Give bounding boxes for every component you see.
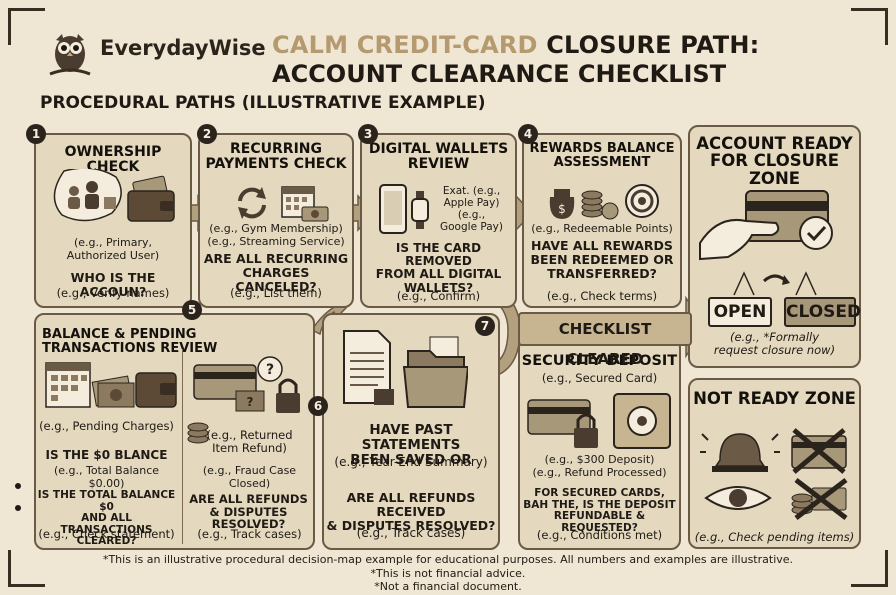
brand-name: EverydayWise xyxy=(100,36,266,60)
documents-folder-icon xyxy=(343,330,468,408)
step-5-left-question-1: IS THE $0 BLANCE xyxy=(45,448,168,462)
coins-icon xyxy=(187,422,209,444)
eye-icon xyxy=(704,486,772,510)
page-subtitle: PROCEDURAL PATHS (ILLUSTRATIVE EXAMPLE) xyxy=(40,93,486,113)
open-sign: OPEN xyxy=(708,297,772,327)
refresh-icon xyxy=(238,187,266,219)
svg-text:?: ? xyxy=(247,395,254,409)
not-ready-zone-panel: NOT READY ZONE (e.g., Check pending item… xyxy=(688,378,861,549)
step-5-right-note-2: (e.g., Track cases) xyxy=(197,527,302,541)
step-7-number: 7 xyxy=(475,316,495,336)
step-2-example: (e.g., Gym Membership)(e.g., Streaming S… xyxy=(207,222,345,248)
wallet-icon xyxy=(127,175,175,222)
side-dots xyxy=(15,483,21,511)
step-5-divider xyxy=(182,349,183,544)
hand-card-check-icon xyxy=(699,190,833,261)
step-4-note: (e.g., Check terms) xyxy=(546,289,658,303)
title-highlight: CALM CREDIT-CARD xyxy=(272,31,538,59)
card-receipt-lock-icon: ? ? xyxy=(193,356,300,413)
title-rest: CLOSURE PATH: xyxy=(537,31,760,59)
security-deposit-note-2: (e.g., Conditions met) xyxy=(536,528,663,542)
security-deposit-example: (e.g., Secured Card) xyxy=(541,371,658,385)
closed-sign: CLOSED xyxy=(784,297,861,327)
frame-corner-top-right xyxy=(851,8,888,45)
step-5-right-note-1: (e.g., Fraud Case Closed) xyxy=(202,464,297,490)
step-5-left-note-2: (e.g., Check statement) xyxy=(38,527,175,541)
step-1-example: (e.g., Primary,Authorized User) xyxy=(66,236,160,262)
rewards-icon: $ xyxy=(549,184,659,220)
footer-disclaimer-2: *This is not financial advice. xyxy=(370,567,526,580)
security-deposit-note-1: (e.g., $300 Deposit)(e.g., Refund Proces… xyxy=(532,453,667,479)
frame-corner-bottom-right xyxy=(851,550,888,587)
step-2-note: (e.g., List them) xyxy=(230,286,322,300)
security-deposit-question: FOR SECURED CARDS,BAH THE, IS THE DEPOSI… xyxy=(523,487,676,534)
checklist-cleared-banner: CHECKLIST CLEARED xyxy=(518,312,692,368)
step-5-left-example: (e.g., Pending Charges) xyxy=(39,419,174,433)
step-3-note: (e.g., Confirm) xyxy=(396,289,481,303)
card-lock-safe-icon xyxy=(527,393,671,449)
step-5-number: 5 xyxy=(182,300,202,320)
step-3-example: Exat. (e.g.,Apple Pay)(e.g.,Google Pay) xyxy=(440,185,503,234)
not-ready-zone-title: NOT READY ZONE xyxy=(693,389,856,408)
step-6-note-2: (e.g., Track cases) xyxy=(356,526,466,540)
security-deposit-panel: SECURITY DEPOSIT (e.g., Secured Card) (e… xyxy=(518,338,681,550)
step-5-balance-panel: BALANCE & PENDING TRANSACTIONS REVIEW (e… xyxy=(34,313,315,550)
step-3-number: 3 xyxy=(358,124,378,144)
step-1-question: WHO IS THE ACCOUN? xyxy=(70,270,156,299)
phone-watch-icon xyxy=(379,184,429,234)
step-1-note: (e.g., Verify names) xyxy=(56,286,170,300)
step-6-note-1: (e.g., Year-End Summary) xyxy=(334,455,488,469)
step-1-ownership-panel: OWNERSHIP CHECK (e.g., Primary,Authorize… xyxy=(34,133,192,308)
security-deposit-title: SECURITY DEPOSIT xyxy=(520,353,679,369)
alarm-bell-icon xyxy=(700,433,780,472)
step-5-right-question: ARE ALL REFUNDS& DISPUTES RESOLVED? xyxy=(189,492,308,532)
page-title-line1: CALM CREDIT-CARD CLOSURE PATH: xyxy=(272,31,759,59)
footer-disclaimer-1: *This is an illustrative procedural deci… xyxy=(102,553,794,566)
step-4-example: (e.g., Redeemable Points) xyxy=(531,222,673,235)
calendar-cash-wallet-icon xyxy=(45,362,177,408)
svg-text:$: $ xyxy=(558,202,566,216)
not-ready-zone-note: (e.g., Check pending items) xyxy=(694,530,855,544)
step-5-left-note-1: (e.g., Total Balance $0.00) xyxy=(53,464,160,490)
svg-text:?: ? xyxy=(266,362,274,378)
frame-corner-bottom-left xyxy=(8,550,45,587)
frame-corner-top-left xyxy=(8,8,45,45)
crossed-money-icon xyxy=(791,478,848,520)
calendar-money-icon xyxy=(281,186,329,222)
step-1-number: 1 xyxy=(26,124,46,144)
footer-disclaimer-3: *Not a financial document. xyxy=(374,580,522,593)
step-6-number: 6 xyxy=(308,396,328,416)
step-5-title: BALANCE & PENDING TRANSACTIONS REVIEW xyxy=(42,327,218,356)
family-icon xyxy=(53,169,122,222)
step-6-question-2: ARE ALL REFUNDS RECEIVED& DISPUTES RESOL… xyxy=(326,490,496,533)
step-4-number: 4 xyxy=(518,124,538,144)
warning-icons xyxy=(700,428,848,520)
owl-logo-icon xyxy=(49,34,91,76)
crossed-card-icon xyxy=(791,428,847,474)
hanging-sign-strings xyxy=(733,271,817,296)
step-2-number: 2 xyxy=(197,124,217,144)
page-title-line2: ACCOUNT CLEARANCE CHECKLIST xyxy=(272,60,727,88)
